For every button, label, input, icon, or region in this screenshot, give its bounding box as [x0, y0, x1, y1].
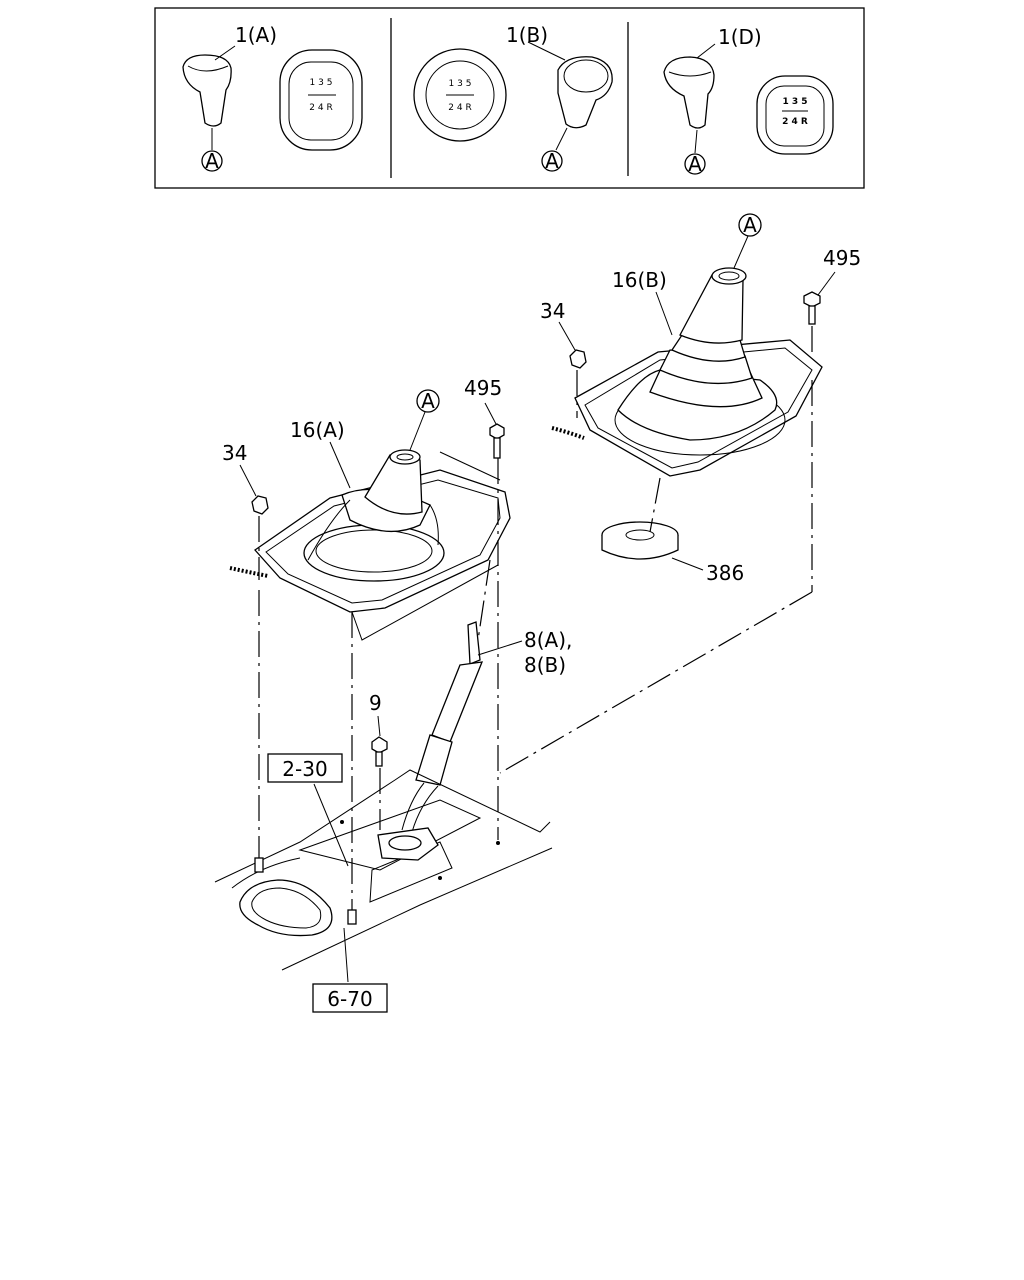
knob-1b: 1 3 5 2 4 R 1(B) A [413, 23, 613, 173]
label-495-right: 495 [823, 246, 861, 270]
label-8-line2: 8(B) [524, 653, 566, 677]
knob-1b-ref: A [545, 149, 559, 173]
knob-1d-pattern-top: 1 3 5 [782, 97, 807, 107]
knob-1d-callout: 1(D) [718, 25, 762, 49]
ref-2-30-text: 2-30 [282, 757, 327, 781]
knob-1a-ref: A [205, 149, 219, 173]
shift-lever-8: 8(A), 8(B) [401, 559, 572, 833]
label-16b: 16(B) [612, 268, 667, 292]
bolt-9: 9 [369, 691, 388, 830]
shift-knob-inset-panel: 1(A) A 1 3 5 2 4 R 1 3 5 2 4 R 1(B) A [154, 7, 865, 189]
knob-1a-callout: 1(A) [235, 23, 277, 47]
reference-box-2-30[interactable]: 2-30 [267, 753, 349, 867]
label-16a: 16(A) [290, 418, 345, 442]
label-8-line1: 8(A), [524, 628, 572, 652]
label-495-left: 495 [464, 376, 502, 400]
ref-a-right: A [743, 213, 757, 237]
ref-6-70-text: 6-70 [327, 987, 372, 1011]
knob-1b-pattern-top: 1 3 5 [449, 79, 472, 89]
knob-1b-pattern-bottom: 2 4 R [448, 103, 471, 113]
label-34-right: 34 [540, 299, 565, 323]
knob-1d: 1(D) A 1 3 5 2 4 R [663, 25, 834, 176]
knob-1a-pattern-top: 1 3 5 [310, 78, 333, 88]
boot-assembly-16b: A 16(B) 34 495 386 [499, 213, 861, 774]
boot-assembly-16a: A 16(A) 34 495 [222, 376, 511, 912]
label-9: 9 [369, 691, 382, 715]
floor-panel [214, 769, 553, 971]
knob-1a-pattern-bottom: 2 4 R [309, 103, 332, 113]
ref-a-left: A [421, 389, 435, 413]
knob-1d-ref: A [688, 152, 702, 176]
knob-1b-callout: 1(B) [506, 23, 548, 47]
knob-1d-pattern-bottom: 2 4 R [782, 117, 808, 127]
label-386: 386 [706, 561, 744, 585]
knob-1a: 1(A) A 1 3 5 2 4 R [182, 23, 363, 173]
reference-box-6-70[interactable]: 6-70 [312, 927, 388, 1013]
label-34-left: 34 [222, 441, 247, 465]
